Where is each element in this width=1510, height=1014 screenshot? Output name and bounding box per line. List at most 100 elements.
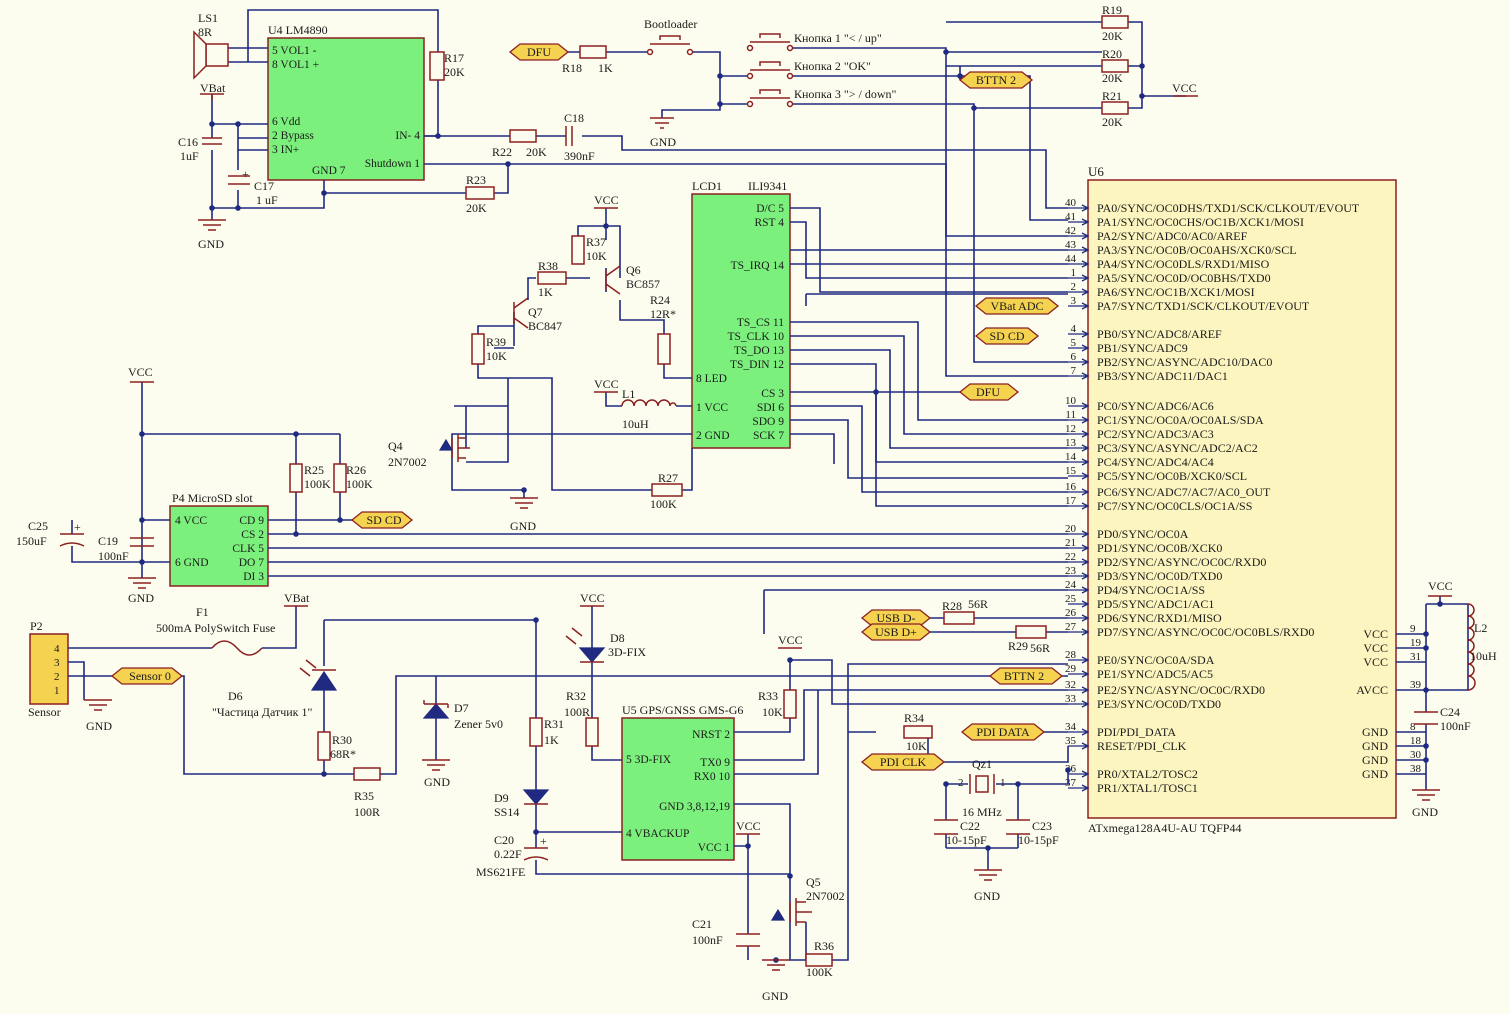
gps-pin: 5 3D-FIX [626, 754, 672, 766]
mcu-pin-line [1068, 430, 1090, 438]
gps-pin: 4 VBACKUP [626, 828, 689, 840]
gps-pin: NRST 2 [692, 729, 730, 741]
sd-ref: P4 MicroSD slot [172, 491, 253, 505]
sd-pin: 4 VCC [175, 515, 207, 527]
button-1-switch [750, 33, 790, 43]
mcu-pin-number: 18 [1410, 735, 1422, 747]
r37-value: 10K [586, 249, 607, 263]
r39-value: 10K [486, 349, 507, 363]
r37-body [571, 235, 585, 265]
gps-module: U5 GPS/GNSS GMS-G6 NRST 2 5 3D-FIX TX0 9… [621, 703, 743, 861]
amp-pin: 3 IN+ [272, 144, 299, 156]
r23-body [465, 186, 495, 200]
vcc-label: VCC [594, 193, 619, 207]
mcu-pin-name: GND [1362, 739, 1388, 753]
d8-body [578, 647, 606, 663]
r21-label: R21 [1102, 89, 1122, 103]
gnd-label: GND [198, 237, 224, 251]
mcu-pin-number: 30 [1410, 749, 1422, 761]
flag-pdi-data [960, 723, 1046, 741]
r35-value: 100R [354, 805, 380, 819]
q6-value: BC857 [626, 277, 660, 291]
mcu-pin-line [1068, 742, 1090, 750]
mcu-pin-name: PB1/SYNC/ADC9 [1097, 341, 1188, 355]
gnd-symbol [198, 219, 226, 231]
r27-body [651, 483, 683, 497]
c16-body [202, 137, 222, 145]
transistors [438, 265, 812, 926]
r27-label: R27 [658, 471, 678, 485]
f1-value: 500mA PolySwitch Fuse [156, 621, 275, 635]
amp-pin: Shutdown 1 [365, 158, 421, 170]
mcu-pin-line [1068, 488, 1090, 496]
gnd-symbol [974, 869, 1002, 881]
resistors [289, 15, 1129, 967]
r17-value: 20K [444, 65, 465, 79]
mcu-pin-number: 13 [1065, 437, 1077, 449]
mcu-pin-name: VCC [1363, 655, 1388, 669]
mcu-pin-number: 44 [1065, 253, 1077, 265]
mcu-pin-name: GND [1362, 753, 1388, 767]
flag-bttn2-label: BTTN 2 [1004, 669, 1044, 683]
mcu-pin-number: 22 [1065, 551, 1076, 563]
mcu-pin-name: AVCC [1356, 683, 1388, 697]
mcu-pin-name: PA4/SYNC/OC0DLS/RXD1/MISO [1097, 257, 1270, 271]
mcu-pin-line [1068, 204, 1090, 212]
lcd-pin: 8 LED [696, 373, 727, 385]
mcu-pin-line [1068, 784, 1090, 792]
c20-plus: + [540, 834, 547, 848]
r17-label: R17 [444, 51, 464, 65]
r38-value: 1K [538, 285, 553, 299]
lcd-pin: 1 VCC [696, 402, 728, 414]
flag-sd-cd [350, 511, 414, 529]
mcu-pin-number: 42 [1065, 225, 1076, 237]
d8-value: 3D-FIX [608, 645, 646, 659]
gnd-label: GND [1412, 805, 1438, 819]
mcu-pin-line [1068, 260, 1090, 268]
mcu-part: ATxmega128A4U-AU TQFP44 [1088, 821, 1241, 835]
sd-pin: DO 7 [239, 557, 264, 569]
mcu-pin-number: 17 [1065, 495, 1077, 507]
q7-value: BC847 [528, 319, 562, 333]
button-3-label: Кнопка 3 "> / down" [794, 87, 896, 101]
mcu-pin-name: PD4/SYNC/OC1A/SS [1097, 583, 1205, 597]
lcd-pin: TS_DIN 12 [730, 359, 784, 371]
capacitors: + + + [59, 126, 1438, 947]
flag-pdi-clk [860, 753, 946, 771]
c23-value: 10-15pF [1018, 833, 1059, 847]
r35-body [353, 767, 381, 781]
flag-dfu [958, 383, 1020, 401]
l2-label: L2 [1474, 621, 1487, 635]
sensor-connector: P2 Sensor 4 3 2 1 [28, 619, 69, 719]
mcu-pin-name: GND [1362, 767, 1388, 781]
vbat-label: VBat [200, 81, 226, 95]
mcu-pin-number: 5 [1071, 337, 1077, 349]
lcd-pin: TS_CLK 10 [727, 331, 784, 343]
r21-body [1101, 101, 1129, 115]
mcu-pin-name: VCC [1363, 641, 1388, 655]
lcd-ili9341: LCD1 ILI9341 D/C 5 RST 4 TS_IRQ 14 TS_CS… [691, 179, 791, 449]
mcu-pin-name: PC5/SYNC/OC0B/XCK0/SCL [1097, 469, 1247, 483]
lcd-pin: 2 GND [696, 430, 730, 442]
r24-body [657, 333, 671, 365]
vcc-label: VCC [1172, 81, 1197, 95]
c17-value: 1 uF [256, 193, 278, 207]
mcu-pin-line [1068, 358, 1090, 366]
junctions [139, 49, 1443, 963]
qz1-value: 16 MHz [962, 805, 1002, 819]
d7-bar [423, 700, 449, 708]
mcu-pin-name: PC4/SYNC/ADC4/AC4 [1097, 455, 1214, 469]
c16-label: C16 [178, 135, 198, 149]
mcu-pin-number: 26 [1065, 607, 1077, 619]
button-2-label: Кнопка 2 "OK" [794, 59, 871, 73]
q4-diode [438, 438, 454, 451]
flag-bttn2 [958, 71, 1034, 89]
mcu-ref: U6 [1088, 164, 1104, 179]
flag-pdi-clk-label: PDI CLK [880, 755, 927, 769]
r25-body [289, 463, 303, 493]
r32-body [585, 717, 599, 747]
r23-label: R23 [466, 173, 486, 187]
mcu-pin-name: RESET/PDI_CLK [1097, 739, 1187, 753]
mcu-pin-line [1068, 402, 1090, 410]
diodes [299, 627, 606, 805]
